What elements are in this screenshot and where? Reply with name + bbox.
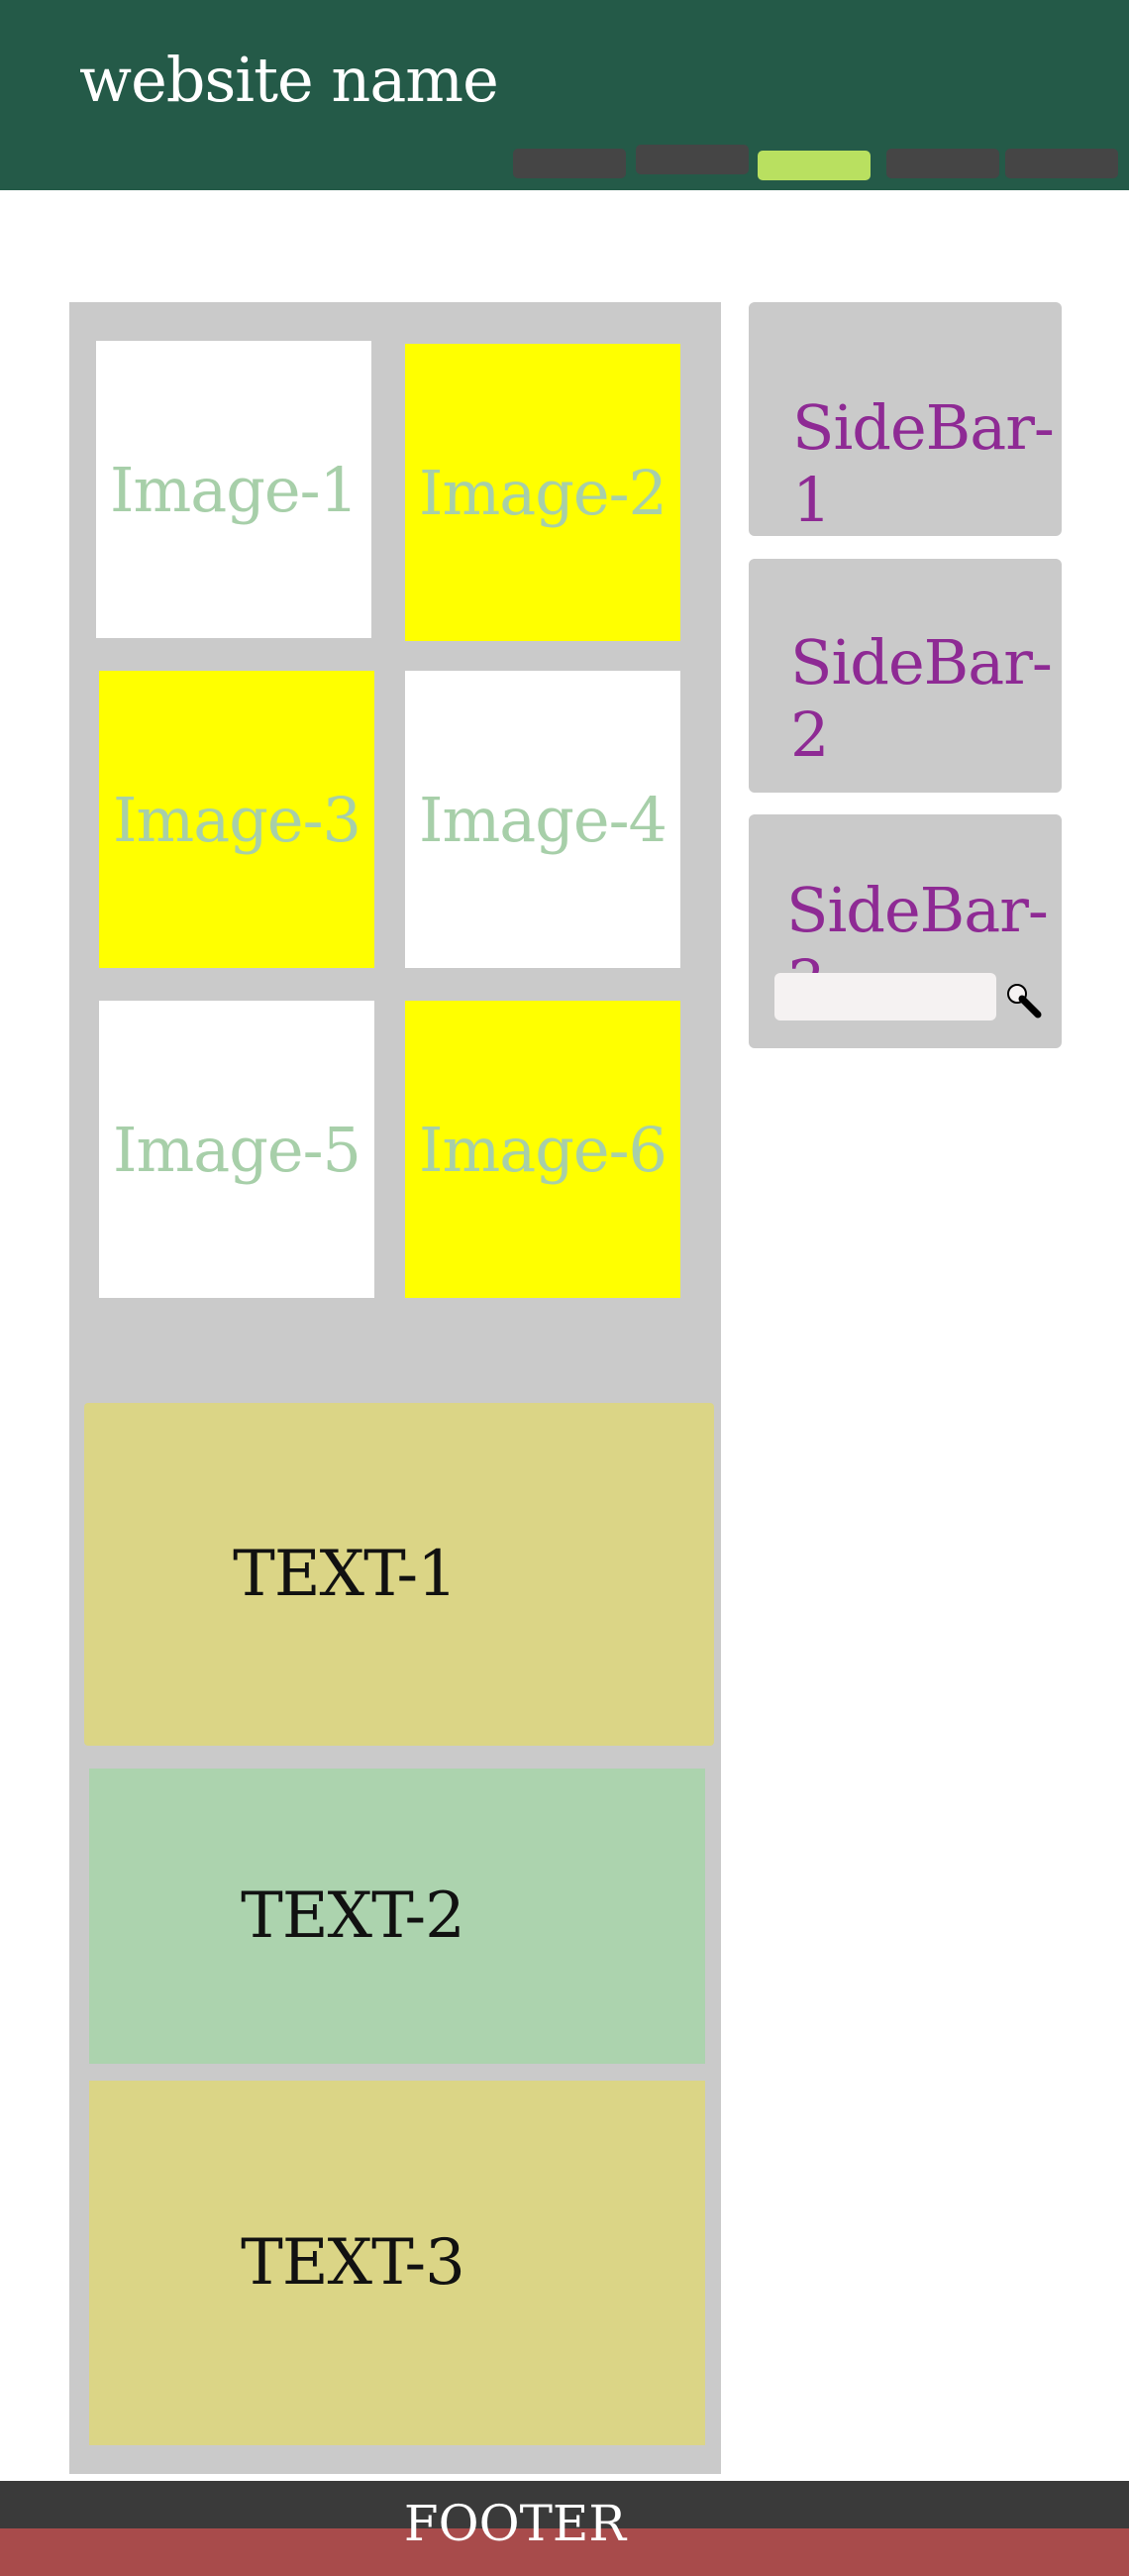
image-4[interactable]: Image-4 [405,671,680,968]
nav-tab-4[interactable] [886,149,999,178]
nav-tab-5[interactable] [1005,149,1118,178]
nav-tab-1[interactable] [513,149,626,178]
image-1[interactable]: Image-1 [96,341,371,638]
text-block-3-label: TEXT-3 [241,2226,465,2300]
image-3-label: Image-3 [112,783,361,856]
text-block-2-label: TEXT-2 [241,1879,465,1953]
sidebar-item-2[interactable]: SideBar-2 [749,559,1062,793]
sidebar-item-1-label: SideBar-1 [792,391,1055,536]
image-2[interactable]: Image-2 [405,344,680,641]
text-block-1: TEXT-1 [84,1403,714,1746]
sidebar-item-1[interactable]: SideBar-1 [749,302,1062,536]
nav-tab-3[interactable] [758,151,871,180]
image-6-label: Image-6 [418,1113,667,1186]
image-1-label: Image-1 [109,453,359,526]
site-name[interactable]: website name [79,44,499,116]
footer-bar [0,2481,1129,2528]
footer-label: FOOTER [403,2495,627,2552]
text-block-2: TEXT-2 [89,1769,705,2064]
nav-tab-2[interactable] [636,145,749,174]
footer-strip [0,2528,1129,2576]
text-block-1-label: TEXT-1 [233,1538,458,1611]
image-6[interactable]: Image-6 [405,1001,680,1298]
sidebar-search-input[interactable] [774,973,996,1020]
image-3[interactable]: Image-3 [99,671,374,968]
sidebar-item-2-label: SideBar-2 [790,626,1053,771]
image-2-label: Image-2 [418,456,667,529]
image-5-label: Image-5 [112,1113,361,1186]
magnifier-icon[interactable] [1004,981,1044,1020]
text-block-3: TEXT-3 [89,2081,705,2445]
image-5[interactable]: Image-5 [99,1001,374,1298]
image-4-label: Image-4 [418,783,667,856]
